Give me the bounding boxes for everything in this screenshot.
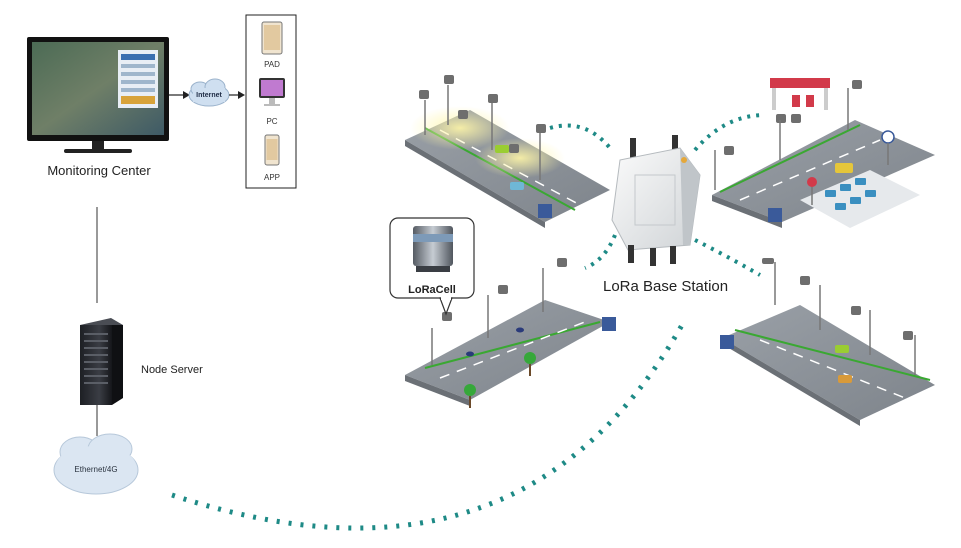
pad-label: PAD bbox=[264, 60, 280, 69]
sensor-pole-group-top-right bbox=[714, 88, 849, 190]
pc-label: PC bbox=[266, 117, 277, 126]
signal-arc-backhaul bbox=[171, 323, 685, 531]
signal-arc-top-right bbox=[693, 113, 766, 152]
arrow-to-internet bbox=[169, 91, 190, 99]
signal-arc-right bbox=[694, 238, 761, 277]
smartphone-icon bbox=[264, 134, 280, 166]
sensor-icon-group-bottom-left bbox=[442, 258, 567, 321]
signal-arc-top-left bbox=[549, 123, 612, 150]
ethernet-label: Ethernet/4G bbox=[74, 465, 117, 474]
street-bottom-right bbox=[720, 305, 935, 426]
sensor-pole-group-bottom-left bbox=[431, 268, 544, 365]
signal-arc-left bbox=[584, 234, 617, 270]
server-icon bbox=[80, 318, 123, 405]
street-top-right bbox=[712, 78, 935, 228]
node-server-label: Node Server bbox=[141, 364, 203, 376]
street-bottom-left bbox=[405, 300, 616, 408]
ethernet-cloud-icon bbox=[53, 433, 139, 495]
street-top-left bbox=[405, 106, 610, 228]
loracell-label: LoRaCell bbox=[408, 284, 456, 296]
internet-cloud-icon bbox=[188, 78, 230, 107]
desktop-pc-icon bbox=[259, 78, 285, 106]
sensor-icon-group-top-right bbox=[724, 80, 862, 155]
sensor-icon-group-top-left bbox=[419, 75, 546, 153]
arrow-to-clients bbox=[229, 91, 245, 99]
tablet-icon bbox=[261, 21, 283, 55]
sensor-pole-group-bottom-right bbox=[774, 262, 916, 375]
monitor bbox=[27, 37, 169, 153]
sensor-pole-group-top-left bbox=[424, 85, 541, 180]
app-label: APP bbox=[264, 173, 280, 182]
internet-label: Internet bbox=[196, 92, 222, 99]
loracell-device-icon bbox=[413, 226, 453, 272]
base-station-label: LoRa Base Station bbox=[603, 278, 728, 295]
sensor-icon-group-bottom-right bbox=[762, 258, 913, 340]
base-station-icon bbox=[611, 135, 701, 266]
monitoring-center-label: Monitoring Center bbox=[47, 163, 151, 178]
